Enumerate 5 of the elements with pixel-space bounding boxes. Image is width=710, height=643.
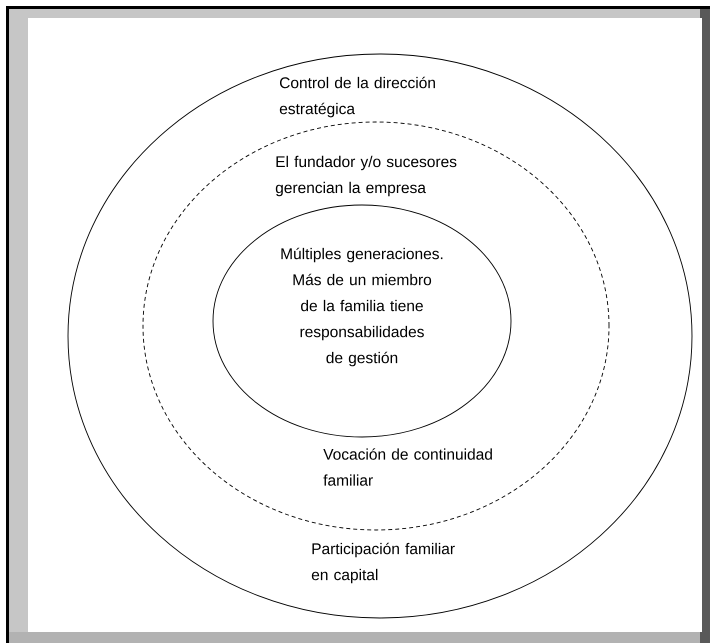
ring-label: Control de la dirección estratégica [280, 76, 435, 118]
ring-label: Vocación de continuidad familiar [323, 448, 492, 486]
ring-label: Participación familiar en capital [312, 542, 455, 584]
ring-label: Múltiples generaciones. Más de un miembro de la familia tiene responsabilidades de gestión [281, 248, 442, 366]
ring-label: El fundador y/o sucesores gerencian la empresa [276, 156, 456, 196]
